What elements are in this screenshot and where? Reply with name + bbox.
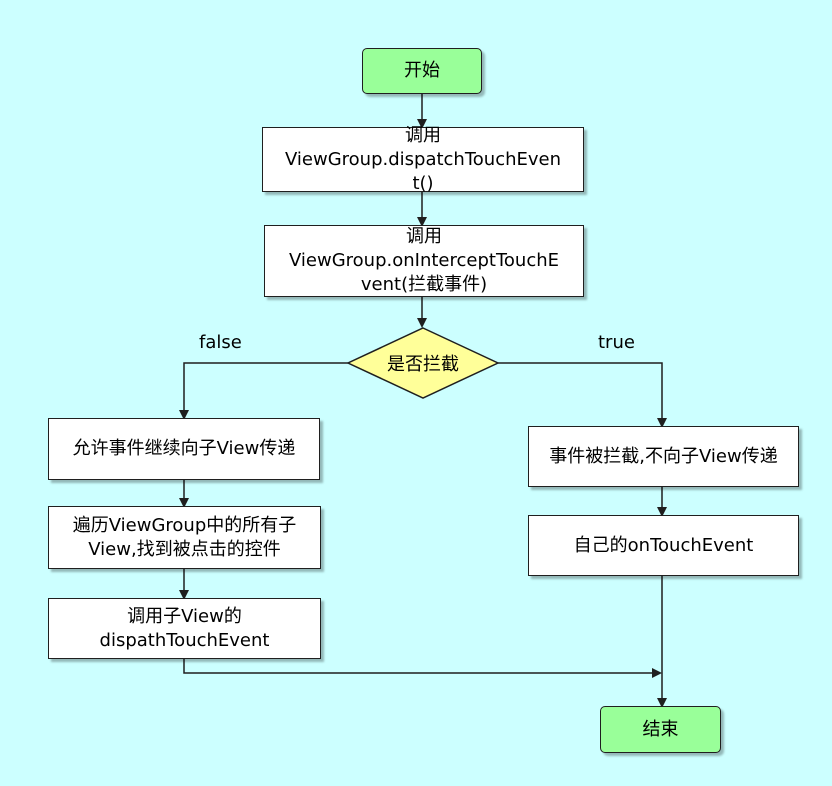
self-on-touch-event-node: 自己的onTouchEvent [528,515,799,576]
edge-label-true: true [598,332,635,353]
allow-pass-to-child-node: 允许事件继续向子View传递 [48,418,320,480]
child-dispatch-node: 调用子View的 dispathTouchEvent [48,598,321,659]
edge-decision-true [498,362,667,428]
edge-label-false: false [199,332,242,353]
traverse-children-node: 遍历ViewGroup中的所有子 View,找到被点击的控件 [48,506,321,569]
edge-decision-false [179,362,348,420]
end-node: 结束 [600,706,721,753]
intercept-touch-event-node: 调用 ViewGroup.onInterceptTouchE vent(拦截事件… [264,225,584,297]
start-node: 开始 [362,48,482,94]
dispatch-touch-event-node: 调用 ViewGroup.dispatchTouchEven t() [262,125,584,194]
edge-child-dispatch-to-end [183,659,662,678]
decision-label: 是否拦截 [387,354,459,375]
intercepted-node: 事件被拦截,不向子View传递 [528,426,799,487]
decision-diamond-shape [346,327,500,399]
